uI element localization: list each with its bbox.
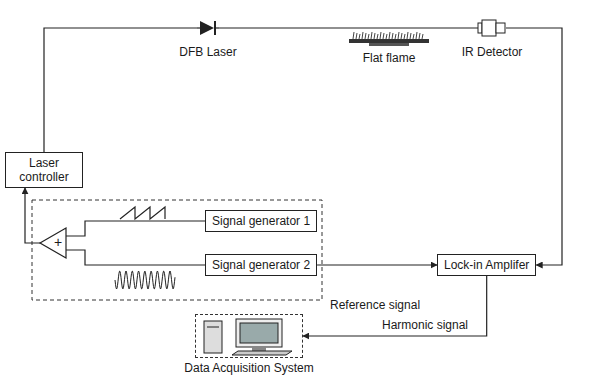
component-label: Data Acquisition System xyxy=(184,362,313,375)
ir-detector: IR Detector xyxy=(478,20,506,36)
signal-connector xyxy=(66,221,205,236)
signal-connector xyxy=(303,276,487,336)
computer-system: Data Acquisition System xyxy=(195,314,303,358)
laser-diode-shape xyxy=(197,20,219,36)
signal-generator-box: Signal generator 2 xyxy=(205,254,317,276)
signal-label: Reference signal xyxy=(328,298,422,312)
summing-amplifier: + xyxy=(40,228,66,258)
component-label: IR Detector xyxy=(462,46,523,59)
signal-connector xyxy=(66,250,205,265)
signal-connector xyxy=(506,28,562,265)
signal-label: Harmonic signal xyxy=(380,318,470,332)
signal-connector xyxy=(44,28,197,152)
component-label: Flat flame xyxy=(363,52,416,65)
box-label: Laser controller xyxy=(12,156,76,184)
lock-in-amplifier-box: Lock-in Amplifer xyxy=(437,254,536,276)
box-label: Lock-in Amplifer xyxy=(444,258,529,272)
modulation-group-box xyxy=(32,200,322,300)
box-label: Signal generator 2 xyxy=(212,258,310,272)
computer-system-shape xyxy=(196,315,304,359)
sine-symbol xyxy=(115,271,175,289)
ir-detector-shape xyxy=(478,20,506,36)
flat-flame-burner-shape xyxy=(345,20,433,46)
laser-diode: DFB Laser xyxy=(197,20,219,36)
box-label: Signal generator 1 xyxy=(212,214,310,228)
component-label: DFB Laser xyxy=(179,46,236,59)
controller-box: Laser controller xyxy=(5,152,83,188)
signal-connector xyxy=(433,27,478,28)
symbol-sign: + xyxy=(54,235,62,249)
signal-connector xyxy=(317,264,437,265)
sine-wave xyxy=(115,271,175,289)
signal-connector xyxy=(25,188,40,243)
flat-flame-burner: Flat flame xyxy=(345,20,433,46)
signal-generator-box: Signal generator 1 xyxy=(205,210,317,232)
signal-connector xyxy=(219,27,345,28)
sawtooth-symbol xyxy=(120,207,165,219)
